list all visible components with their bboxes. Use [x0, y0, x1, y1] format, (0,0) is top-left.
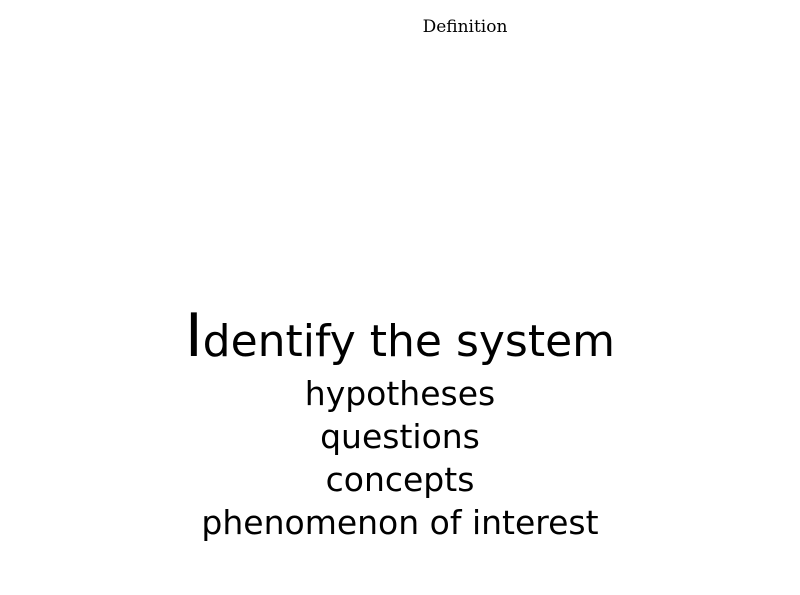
list-item-questions: questions [320, 417, 480, 456]
slide-header-title: Definition [422, 17, 508, 37]
slide-body: Identify the system hypotheses questions… [0, 300, 800, 544]
main-heading: Identify the system [0, 300, 800, 372]
heading-drop-cap: I [184, 301, 203, 371]
list-item-concepts: concepts [325, 460, 475, 499]
list-item-hypotheses: hypotheses [304, 374, 496, 413]
list-item-phenomenon: phenomenon of interest [201, 503, 599, 542]
heading-text: dentify the system [202, 316, 616, 367]
